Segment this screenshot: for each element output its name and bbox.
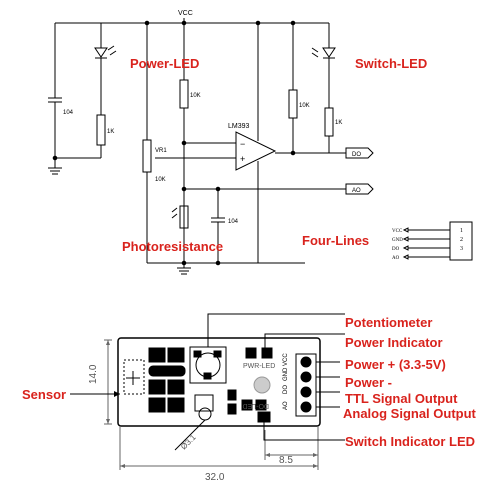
switch-led-label: Switch-LED [355, 56, 427, 71]
hole-diameter-label: Ø3.1 [179, 432, 198, 451]
callout-ttl-output: TTL Signal Output [345, 391, 458, 406]
port-ao-label: AO [352, 188, 361, 194]
callout-analog-output: Analog Signal Output [343, 406, 477, 421]
comparator-plus: + [240, 154, 245, 164]
connector-pin-name: AO [392, 256, 400, 261]
resistor-1k-right-label: 1K [335, 120, 342, 126]
callout-power-indicator: Power Indicator [345, 335, 443, 350]
dim-width-label: 32.0 [205, 472, 225, 483]
connector-pin-name: DO [392, 247, 400, 252]
callout-power-plus: Power + (3.3-5V) [345, 357, 446, 372]
cap-left-label: 104 [63, 110, 74, 116]
resistor-10k-center-label: 10K [190, 93, 201, 99]
power-led-label: Power-LED [130, 56, 199, 71]
header-pin-label: VCC [283, 353, 289, 366]
header-pin-label: DO [283, 385, 289, 394]
vcc-label: VCC [178, 10, 193, 17]
resistor-10k-right-label: 10K [299, 103, 310, 109]
port-do-label: DO [352, 152, 361, 158]
dim-offset-label: 8.5 [279, 455, 293, 466]
callout-switch-led: Switch Indicator LED [345, 434, 475, 449]
photoresistance-label: Photoresistance [122, 239, 223, 254]
callout-sensor: Sensor [22, 387, 66, 402]
header-pin-label: AO [283, 401, 289, 410]
comparator-label: LM393 [228, 123, 250, 130]
cap-mid-label: 104 [228, 219, 239, 225]
connector-pin-number: 2 [460, 237, 463, 243]
connector-pin-number: 1 [460, 228, 463, 234]
four-lines-label: Four-Lines [302, 233, 369, 248]
resistor-1k-left-label: 1K [107, 129, 114, 135]
pot-name-label: VR1 [155, 148, 167, 154]
pot-value-label: 10K [155, 177, 166, 183]
callout-power-minus: Power - [345, 375, 392, 390]
connector-pin-name: VCC [392, 229, 403, 234]
silk-pwr-led: PWR-LED [243, 363, 275, 370]
silk-do-led: DO-LED [243, 402, 269, 409]
connector-pin-number: 3 [460, 246, 463, 252]
board-drawing [70, 313, 345, 470]
connector-pin-name: GND [392, 238, 403, 243]
schematic [48, 18, 473, 275]
header-pin-label: GND [283, 367, 289, 381]
comparator-minus: − [240, 139, 245, 149]
dim-height-label: 14.0 [88, 364, 99, 384]
callout-potentiometer: Potentiometer [345, 315, 432, 330]
